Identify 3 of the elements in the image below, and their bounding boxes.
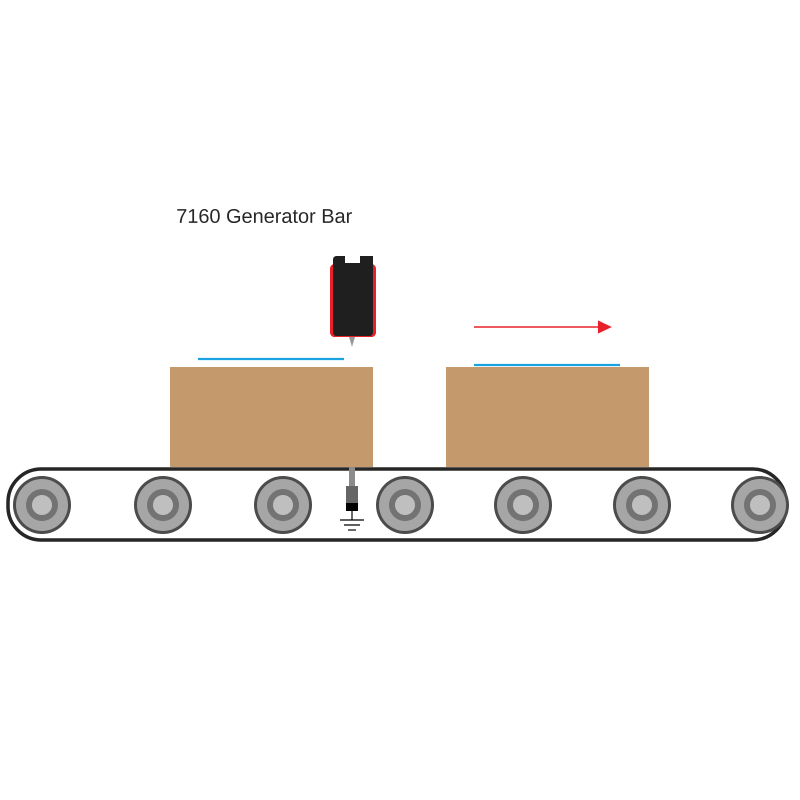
cardboard-box: [446, 367, 649, 467]
cardboard-box: [170, 367, 373, 467]
product-label: 7160 Generator Bar: [177, 208, 352, 224]
